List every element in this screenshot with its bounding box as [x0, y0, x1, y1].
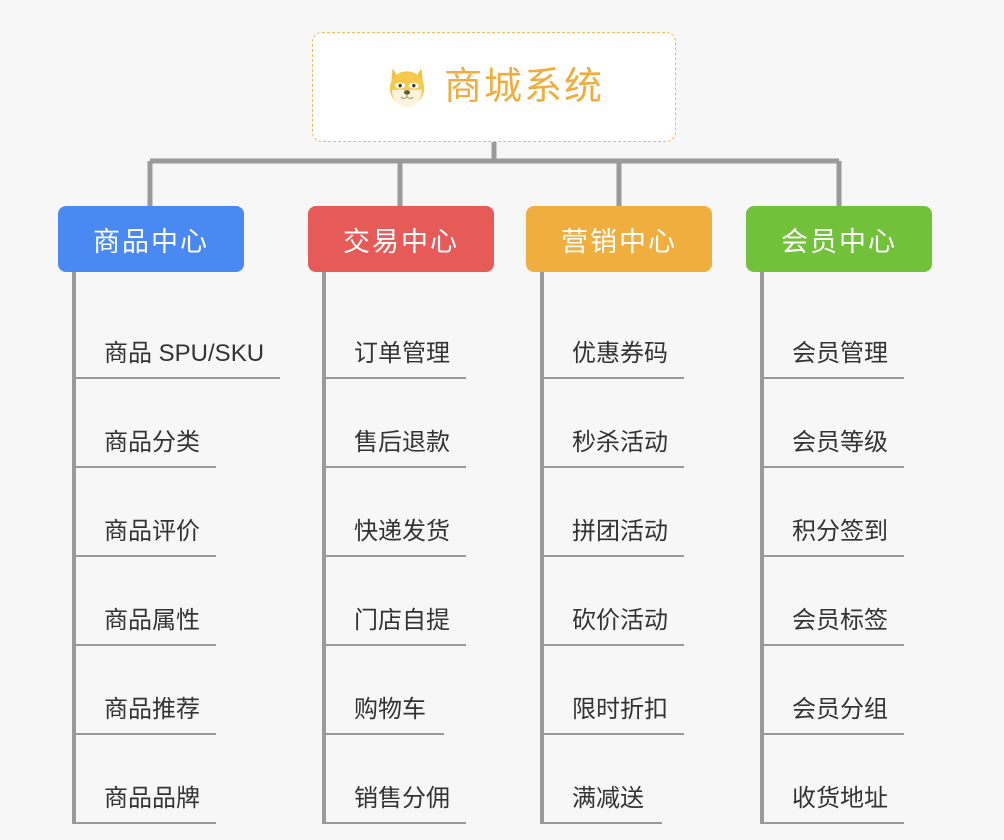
leaf-label: 订单管理	[324, 342, 466, 379]
leaf-item[interactable]: 商品评价	[74, 468, 280, 557]
leaf-list-3: 会员管理 会员等级 积分签到 会员标签 会员分组 收货地址	[762, 290, 904, 824]
leaf-item[interactable]: 快递发货	[324, 468, 466, 557]
leaf-item[interactable]: 会员等级	[762, 379, 904, 468]
leaf-label: 会员标签	[762, 609, 904, 646]
branch-header-3[interactable]: 会员中心	[746, 206, 932, 272]
branch-header-label-2: 营销中心	[561, 226, 677, 257]
leaf-label: 砍价活动	[542, 609, 684, 646]
leaf-item[interactable]: 售后退款	[324, 379, 466, 468]
leaf-item[interactable]: 拼团活动	[542, 468, 684, 557]
leaf-label: 售后退款	[324, 431, 466, 468]
branch-column-1: 交易中心	[308, 206, 494, 272]
leaf-label: 商品评价	[74, 520, 216, 557]
branch-column-2: 营销中心	[526, 206, 712, 272]
leaf-label: 购物车	[324, 698, 444, 735]
leaf-label: 满减送	[542, 787, 662, 824]
leaf-list-1: 订单管理 售后退款 快递发货 门店自提 购物车 销售分佣	[324, 290, 466, 824]
leaf-item[interactable]: 商品品牌	[74, 735, 280, 824]
leaf-item[interactable]: 限时折扣	[542, 646, 684, 735]
branch-header-1[interactable]: 交易中心	[308, 206, 494, 272]
leaf-item[interactable]: 销售分佣	[324, 735, 466, 824]
leaf-item[interactable]: 订单管理	[324, 290, 466, 379]
leaf-label: 门店自提	[324, 609, 466, 646]
leaf-item[interactable]: 商品推荐	[74, 646, 280, 735]
leaf-item[interactable]: 商品 SPU/SKU	[74, 290, 281, 379]
leaf-item[interactable]: 会员管理	[762, 290, 904, 379]
leaf-label: 销售分佣	[324, 787, 466, 824]
leaf-list-2: 优惠券码 秒杀活动 拼团活动 砍价活动 限时折扣 满减送	[542, 290, 684, 824]
leaf-item[interactable]: 积分签到	[762, 468, 904, 557]
branch-column-0: 商品中心	[58, 206, 244, 272]
leaf-label: 会员分组	[762, 698, 904, 735]
root-node[interactable]: 商城系统	[312, 32, 676, 142]
leaf-label: 会员等级	[762, 431, 904, 468]
branch-header-0[interactable]: 商品中心	[58, 206, 244, 272]
leaf-item[interactable]: 收货地址	[762, 735, 904, 824]
leaf-label: 优惠券码	[542, 342, 684, 379]
leaf-item[interactable]: 商品分类	[74, 379, 280, 468]
leaf-label: 快递发货	[324, 520, 466, 557]
leaf-item[interactable]: 会员分组	[762, 646, 904, 735]
leaf-label: 商品推荐	[74, 698, 216, 735]
leaf-label: 拼团活动	[542, 520, 684, 557]
leaf-label: 积分签到	[762, 520, 904, 557]
leaf-label: 秒杀活动	[542, 431, 684, 468]
leaf-label: 商品分类	[74, 431, 216, 468]
leaf-item[interactable]: 砍价活动	[542, 557, 684, 646]
leaf-item[interactable]: 秒杀活动	[542, 379, 684, 468]
leaf-item[interactable]: 购物车	[324, 646, 466, 735]
leaf-item[interactable]: 商品属性	[74, 557, 280, 646]
branch-header-2[interactable]: 营销中心	[526, 206, 712, 272]
leaf-label: 限时折扣	[542, 698, 684, 735]
leaf-label: 商品品牌	[74, 787, 216, 824]
leaf-item[interactable]: 满减送	[542, 735, 684, 824]
leaf-item[interactable]: 优惠券码	[542, 290, 684, 379]
leaf-label: 商品属性	[74, 609, 216, 646]
leaf-list-0: 商品 SPU/SKU 商品分类 商品评价 商品属性 商品推荐 商品品牌	[74, 290, 281, 824]
leaf-item[interactable]: 会员标签	[762, 557, 904, 646]
leaf-label: 收货地址	[762, 787, 904, 824]
branch-header-label-0: 商品中心	[93, 226, 209, 257]
leaf-label: 商品 SPU/SKU	[74, 342, 281, 379]
branch-header-label-1: 交易中心	[343, 226, 459, 257]
branch-header-label-3: 会员中心	[781, 226, 897, 257]
leaf-label: 会员管理	[762, 342, 904, 379]
branch-column-3: 会员中心	[746, 206, 932, 272]
root-title: 商城系统	[443, 66, 604, 108]
leaf-item[interactable]: 门店自提	[324, 557, 466, 646]
dog-face-icon	[389, 68, 425, 108]
